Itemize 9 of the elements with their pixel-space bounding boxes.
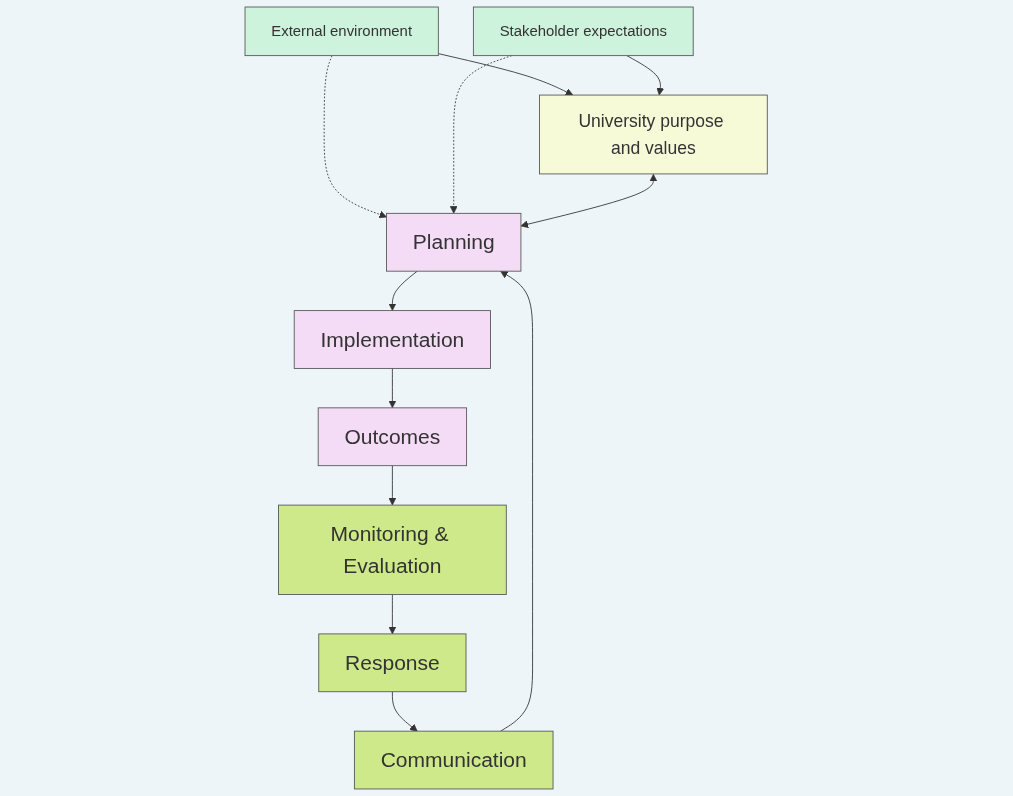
node-box: Communication [354,730,554,790]
node-box: Outcomes [318,407,468,467]
node-box: University purpose and values [539,94,769,175]
node-box: Planning [386,212,522,272]
node-box: Response [318,633,467,693]
node-box: Implementation [294,310,492,369]
node-box: Stakeholder expectations [473,6,694,57]
node-box: External environment [244,6,440,57]
node-box: Monitoring & Evaluation [278,504,508,595]
